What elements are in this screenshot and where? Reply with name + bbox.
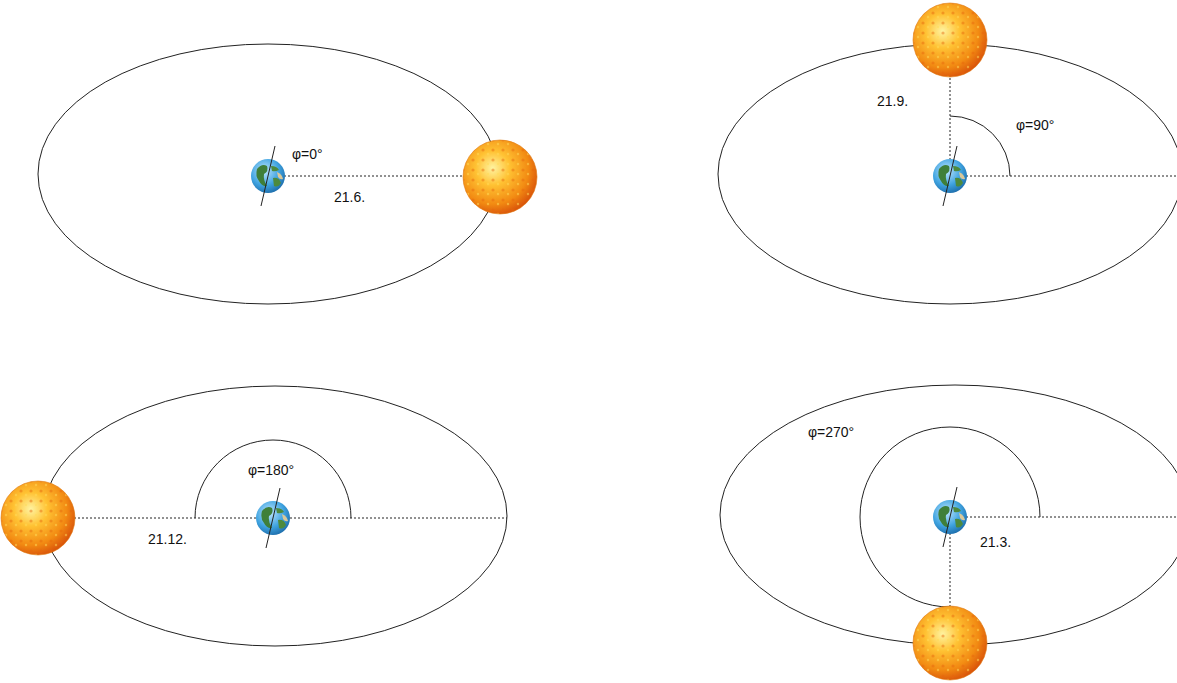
reference-line xyxy=(950,517,1177,518)
date-label: 21.6. xyxy=(334,190,365,204)
angle-label: φ=0° xyxy=(292,147,323,161)
orbit-ellipse xyxy=(38,44,498,304)
angle-label: φ=270° xyxy=(808,425,854,439)
orbit-ellipse xyxy=(718,44,1177,304)
date-label: 21.3. xyxy=(980,535,1011,549)
angle-label: φ=90° xyxy=(1016,118,1054,132)
angle-label: φ=180° xyxy=(248,463,294,477)
date-label: 21.9. xyxy=(877,94,908,108)
reference-line xyxy=(950,176,1177,177)
orbit-ellipse xyxy=(43,386,507,646)
date-label: 21.12. xyxy=(148,532,187,546)
angle-arc xyxy=(860,427,1040,607)
